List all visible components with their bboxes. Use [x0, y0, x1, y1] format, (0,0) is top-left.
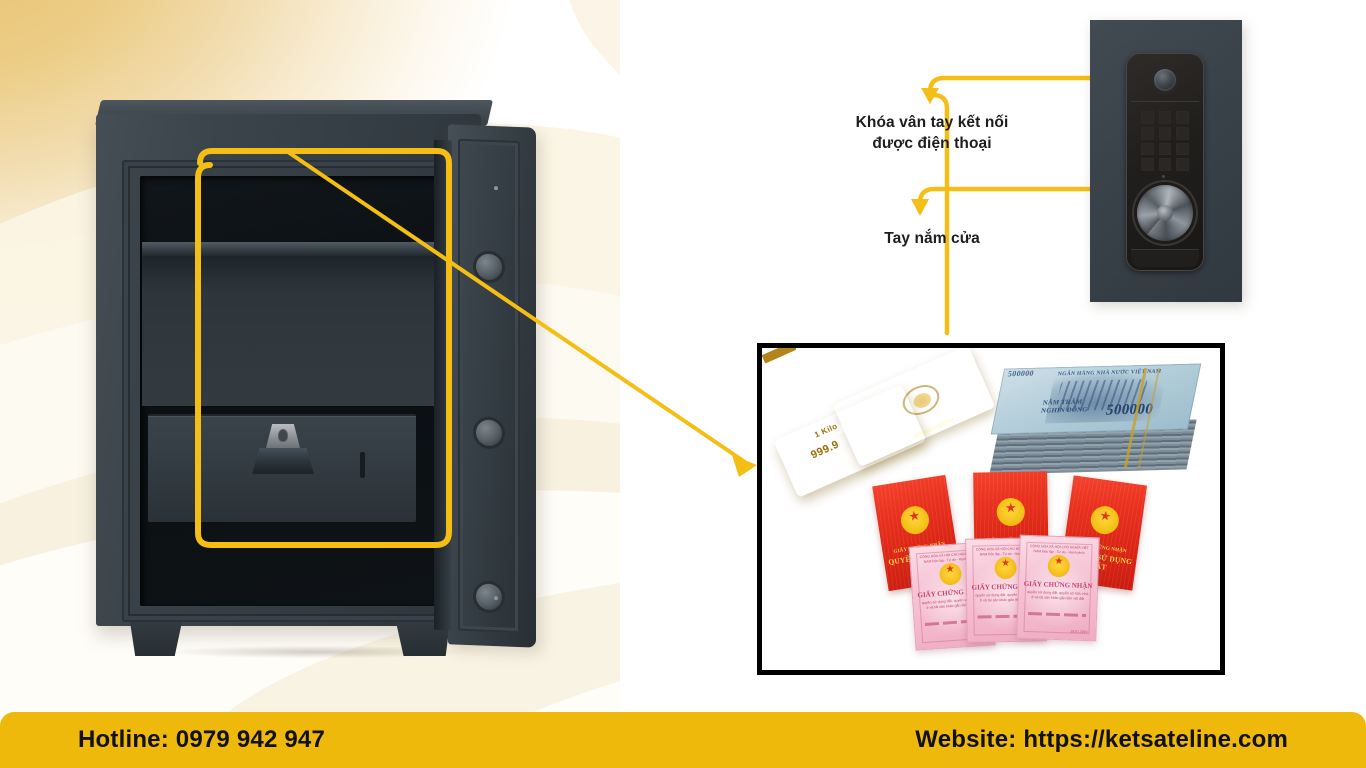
pink-certificate: CỘNG HÒA XÃ HỘI CHỦ NGHĨA VIỆT NAM Độc l… [1016, 534, 1100, 642]
callout-fingerprint-line1: Khóa vân tay kết nối [855, 114, 1009, 131]
keypad-key[interactable] [1158, 158, 1172, 171]
national-emblem-icon [938, 562, 963, 586]
door-bolt-edge [434, 139, 452, 631]
banknote-words-line2: NGHÌN ĐỒNG [1040, 406, 1089, 415]
drawer-handle [252, 448, 314, 474]
valuables-photo-inner: 1 Kilo 999.9 NGÂN HÀNG NHÀ NƯỚC VIỆT NAM… [762, 348, 1220, 670]
keypad-key[interactable] [1141, 111, 1154, 124]
national-emblem-icon [1088, 504, 1121, 536]
pink-certificate-title: GIẤY CHỨNG NHẬN [1023, 579, 1093, 591]
national-emblem-icon [1047, 554, 1071, 578]
keypad-key[interactable] [1141, 158, 1154, 171]
door-screw-icon [494, 186, 498, 191]
gold-bar-stamp [762, 348, 797, 364]
interior-shelf [142, 242, 440, 256]
pink-certificate-subtitle: quyền sử dụng đất, quyền sở hữu nhà ở và… [1027, 589, 1089, 602]
safe-leg-left [130, 622, 182, 656]
banknote-corner-value: 500000 [1007, 368, 1035, 379]
keypad-key[interactable] [1158, 126, 1172, 140]
door-bolt-icon [476, 253, 502, 281]
door-screw-icon [494, 596, 498, 601]
pink-certificate-rule [1028, 611, 1087, 617]
keypad-grid[interactable] [1141, 111, 1189, 171]
gold-bars-group: 1 Kilo 999.9 [762, 348, 1220, 461]
fingerprint-sensor-icon[interactable] [1154, 69, 1176, 91]
banknote-words: NĂM TRĂM NGHÌN ĐỒNG [1040, 398, 1090, 415]
footer-hotline[interactable]: Hotline: 0979 942 947 [78, 726, 326, 753]
keypad-key[interactable] [1176, 126, 1189, 140]
interior-shelf-backdrop [142, 256, 440, 406]
door-bolt-icon [476, 419, 502, 447]
door-bolt-icon [476, 583, 502, 611]
national-emblem-icon [994, 556, 1017, 580]
rotary-handle-knob[interactable] [1137, 185, 1193, 241]
safe-door-open [434, 124, 536, 648]
interior-drawer [148, 414, 416, 522]
safe-product-image [94, 96, 596, 660]
pink-certificate-date: 25.01.2019 [1070, 629, 1088, 635]
drawer-key-lock-icon [266, 424, 300, 448]
keypad-key[interactable] [1141, 126, 1154, 140]
national-emblem-icon [996, 497, 1026, 527]
callout-handle: Tay nắm cửa [838, 228, 1026, 249]
lock-faceplate [1126, 53, 1204, 271]
keypad-key[interactable] [1158, 111, 1172, 124]
drawer-side-gap [360, 452, 365, 478]
keypad-key[interactable] [1176, 142, 1189, 156]
fingerprint-lock-panel [1090, 20, 1242, 302]
status-led-icon [1162, 175, 1165, 178]
keypad-key[interactable] [1176, 111, 1189, 124]
national-emblem-icon [898, 504, 931, 537]
faceplate-footer [1131, 249, 1199, 267]
keypad-key[interactable] [1141, 142, 1154, 156]
door-inner-panel [458, 138, 520, 634]
keypad-key[interactable] [1158, 142, 1172, 156]
footer-website[interactable]: Website: https://ketsateline.com [915, 726, 1288, 753]
keypad-key[interactable] [1176, 158, 1189, 171]
safe-body [96, 114, 481, 626]
callout-fingerprint: Khóa vân tay kết nối được điện thoại [828, 112, 1036, 155]
callout-fingerprint-line2: được điện thoại [872, 135, 992, 153]
faceplate-divider [1131, 101, 1199, 102]
banknote-stack: NGÂN HÀNG NHÀ NƯỚC VIỆT NAM 500000 NĂM T… [989, 363, 1202, 475]
valuables-photo-box: 1 Kilo 999.9 NGÂN HÀNG NHÀ NƯỚC VIỆT NAM… [757, 343, 1225, 675]
callout-handle-line1: Tay nắm cửa [884, 230, 980, 247]
footer-bar: Hotline: 0979 942 947 Website: https://k… [0, 712, 1366, 768]
